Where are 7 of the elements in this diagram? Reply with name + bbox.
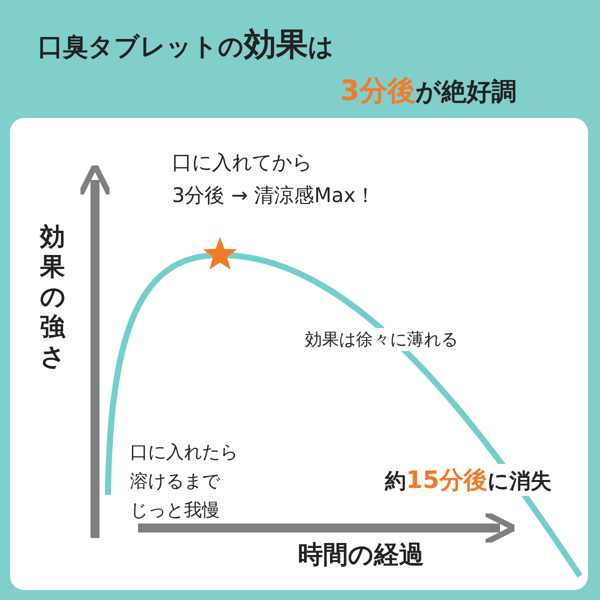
end-note: 約15分後に消失 bbox=[385, 464, 552, 496]
peak-note: 口に入れてから3分後 → 清涼感Max！ bbox=[172, 149, 377, 209]
axis-label: 時間の経過 bbox=[298, 539, 425, 571]
title: 口臭タブレットの効果は3分後が絶好調 bbox=[38, 24, 518, 109]
curve-note: 効果は徐々に薄れる bbox=[305, 328, 458, 351]
start-note: 口に入れたら溶けるまでじっと我慢 bbox=[130, 441, 239, 523]
axis-label: 効果の強さ bbox=[40, 222, 67, 372]
